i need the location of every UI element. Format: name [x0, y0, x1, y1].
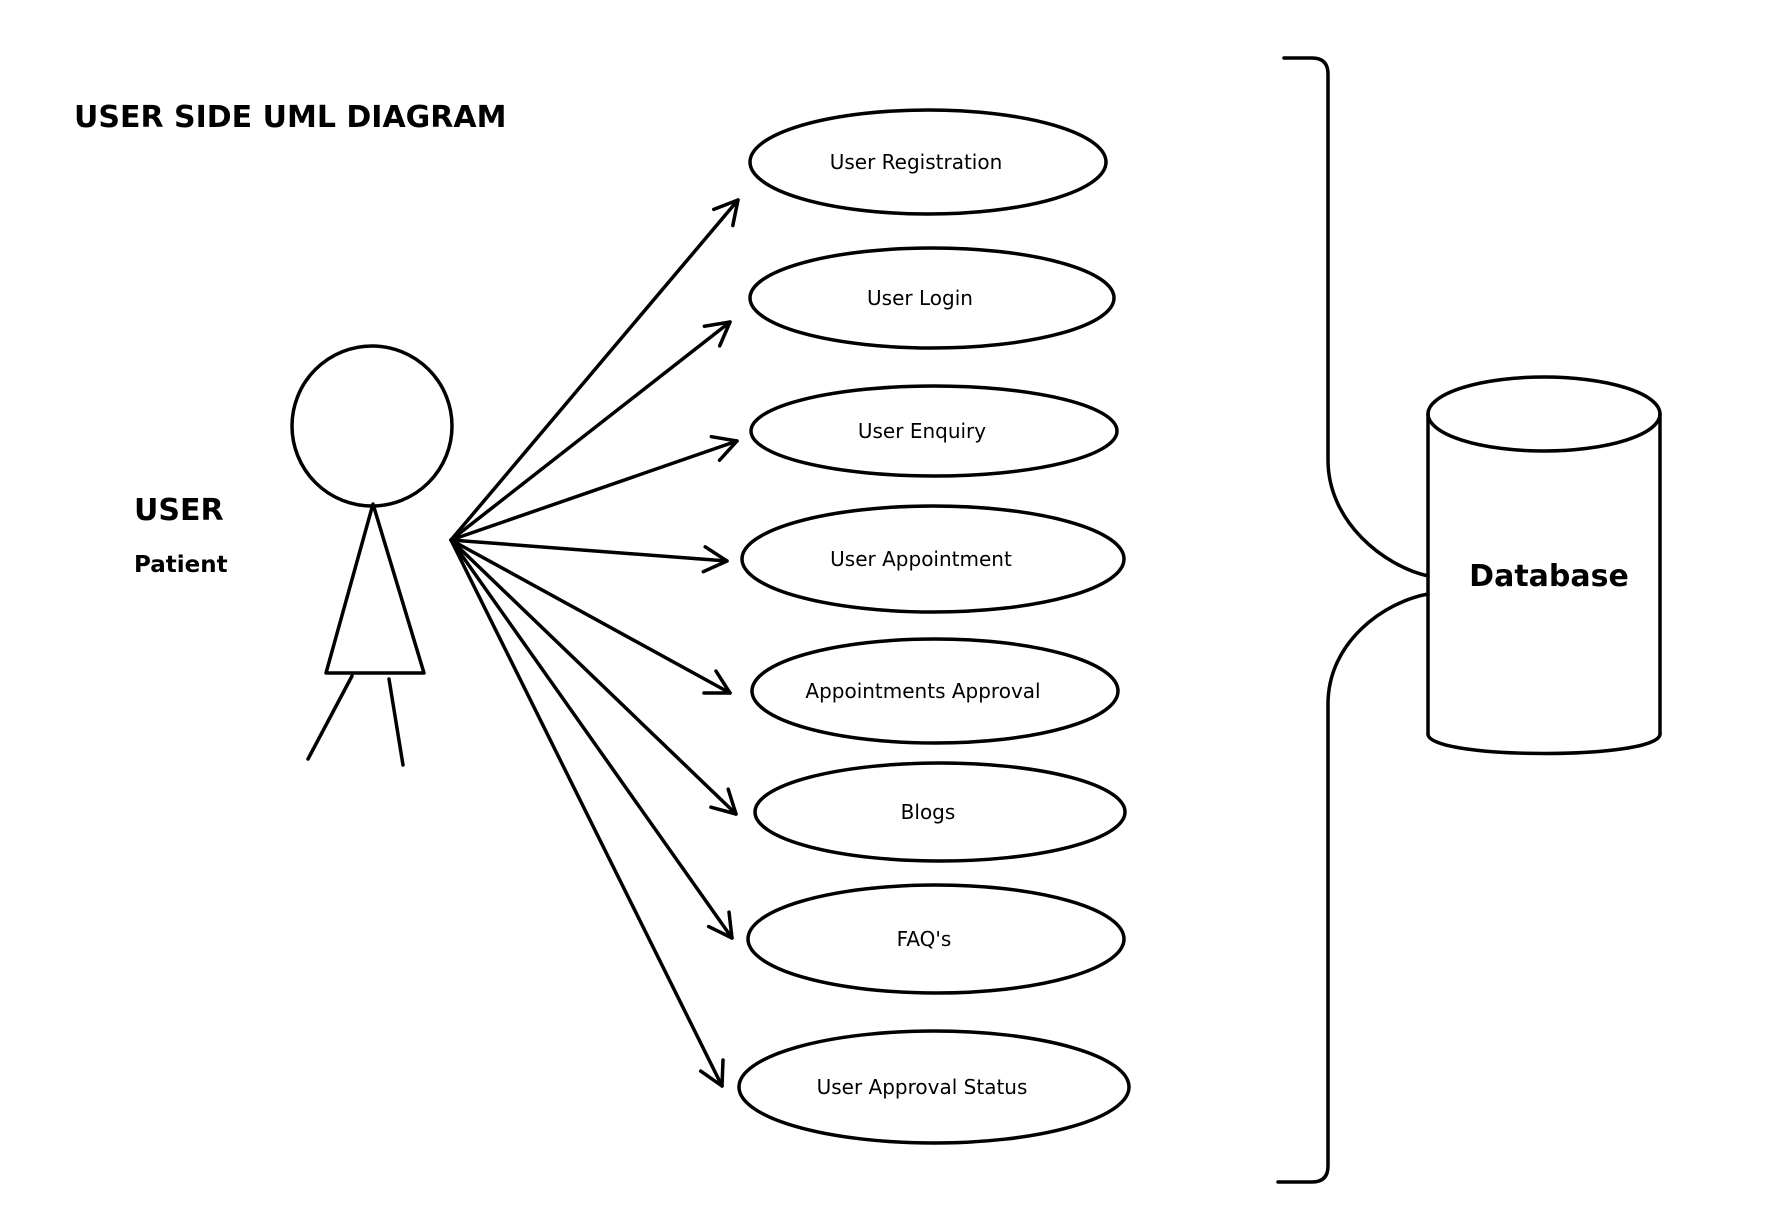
- use-case-ellipse: [749, 384, 1119, 478]
- use-case-label: User Registration: [830, 150, 1003, 174]
- use-case-label: User Appointment: [830, 547, 1012, 571]
- arrow-head: [709, 787, 738, 816]
- use-case-label: FAQ's: [897, 927, 952, 951]
- association-arrow: [449, 439, 739, 542]
- use-case-ellipse: [750, 637, 1120, 745]
- arrow-head: [709, 434, 739, 462]
- use-case-ellipse: [740, 504, 1126, 614]
- database-bottom: [1426, 732, 1662, 756]
- association-arrow: [449, 320, 732, 542]
- association-arrow: [449, 538, 738, 816]
- use-case-ellipse: [748, 246, 1116, 350]
- database-cylinder: Database: [1426, 375, 1662, 756]
- association-arrow: [449, 198, 740, 542]
- actor-right-leg: [387, 677, 405, 767]
- use-case: User Appointment: [740, 504, 1126, 614]
- database-top: [1426, 375, 1662, 453]
- arrow-head: [701, 545, 729, 574]
- association-arrow: [449, 538, 729, 563]
- use-case: User Enquiry: [749, 384, 1119, 478]
- use-case-label: User Approval Status: [817, 1075, 1028, 1099]
- use-case: Appointments Approval: [750, 637, 1120, 745]
- arrow-head: [702, 669, 732, 695]
- use-case: User Approval Status: [737, 1029, 1131, 1145]
- diagram-title: USER SIDE UML DIAGRAM: [74, 100, 506, 135]
- association-arrows: [449, 198, 740, 1088]
- use-case-label: Blogs: [901, 800, 956, 824]
- use-case: FAQ's: [746, 883, 1126, 995]
- arrow-head: [712, 198, 740, 228]
- arrow-head: [706, 910, 734, 940]
- use-case-label: Appointments Approval: [805, 679, 1040, 703]
- use-case-ellipse: [748, 108, 1108, 216]
- use-case: User Login: [748, 246, 1116, 350]
- association-arrow: [449, 538, 724, 1088]
- actor-name: USER: [134, 493, 224, 528]
- use-case-ellipse: [737, 1029, 1131, 1145]
- actor-left-leg: [306, 674, 354, 761]
- use-case: Blogs: [753, 761, 1127, 863]
- use-case-label: User Enquiry: [858, 419, 986, 443]
- actor-body: [324, 502, 426, 675]
- association-arrow: [449, 538, 734, 940]
- database-label: Database: [1469, 559, 1629, 594]
- association-arrow: [449, 538, 732, 695]
- arrow-head: [698, 1058, 725, 1088]
- arrow-head: [702, 320, 732, 348]
- use-case-ellipse: [746, 883, 1126, 995]
- use-case-ellipse: [753, 761, 1127, 863]
- actor-head: [290, 344, 454, 508]
- use-case: User Registration: [748, 108, 1108, 216]
- use-case-label: User Login: [867, 286, 973, 310]
- actor-role: Patient: [134, 552, 228, 578]
- system-bracket: [1276, 56, 1430, 1184]
- actor-figure: [290, 344, 454, 767]
